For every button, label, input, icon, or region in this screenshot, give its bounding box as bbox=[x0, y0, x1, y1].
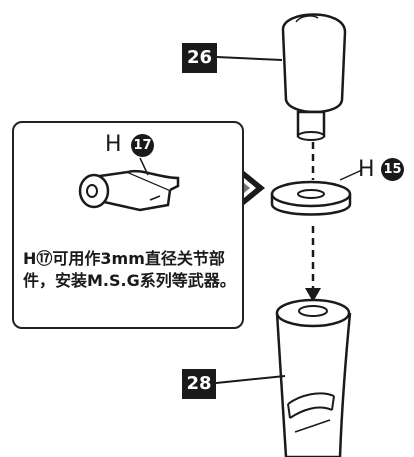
joint-number-badge: 17 bbox=[131, 134, 154, 157]
washer-letter: H bbox=[358, 157, 375, 182]
washer-leader-line bbox=[339, 169, 363, 181]
joint-leader-line bbox=[139, 157, 149, 176]
washer-number-badge: 15 bbox=[381, 158, 404, 181]
note-text: H⑰可用作3mm直径关节部件，安装M.S.G系列等武器。 bbox=[23, 249, 236, 290]
knob-leader-line bbox=[216, 56, 283, 61]
note-panel bbox=[12, 121, 244, 329]
cylindrical-shaft-icon bbox=[275, 298, 352, 457]
joint-letter: H bbox=[105, 132, 122, 157]
cap-knob-icon bbox=[281, 13, 347, 141]
joint-adapter-icon bbox=[78, 169, 180, 212]
part-number-28: 28 bbox=[182, 369, 216, 399]
washer-ring-icon bbox=[270, 180, 352, 216]
shaft-leader-line bbox=[215, 375, 286, 384]
dashed-assembly-arrow-icon bbox=[305, 142, 321, 302]
part-number-26: 26 bbox=[182, 43, 217, 73]
